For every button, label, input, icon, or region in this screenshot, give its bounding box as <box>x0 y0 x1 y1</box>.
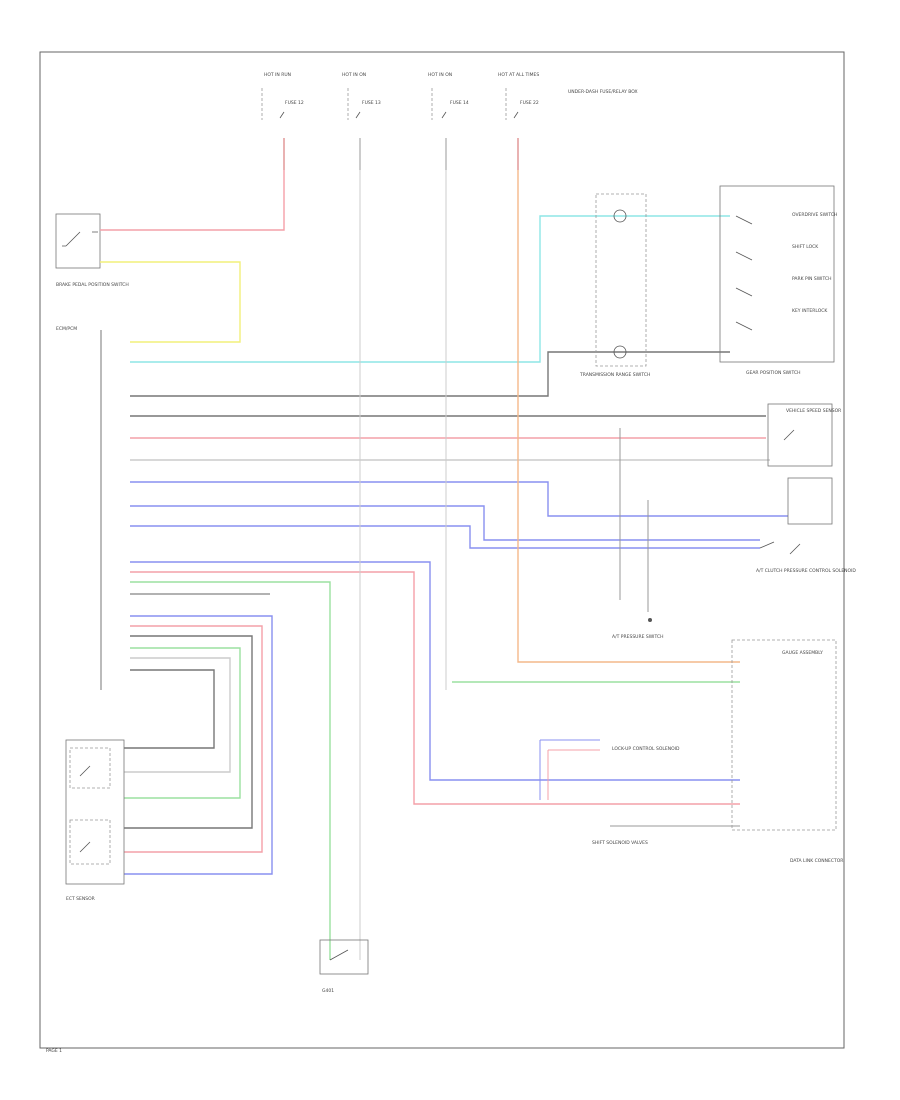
transmission-range-switch: TRANSMISSION RANGE SWITCH <box>579 193 650 378</box>
page-ref: PAGE 1 <box>46 1048 62 1054</box>
gear-position-switch: OVERDRIVE SWITCH SHIFT LOCK PARK PIN SWI… <box>719 185 837 376</box>
fuse-label-2: HOT IN ON <box>342 72 366 78</box>
transmission-range-label: TRANSMISSION RANGE SWITCH <box>579 372 650 378</box>
fuse-label-3: HOT IN ON <box>428 72 452 78</box>
switch-item-2: SHIFT LOCK <box>792 244 819 250</box>
ecm-label: ECM/PCM <box>56 326 77 332</box>
fuse-label-1: HOT IN RUN <box>264 72 291 78</box>
shift-solenoids-label: SHIFT SOLENOID VALVES <box>592 840 648 846</box>
fuse-number-1: FUSE 12 <box>285 100 304 106</box>
brake-switch: BRAKE PEDAL POSITION SWITCH <box>55 213 129 288</box>
gauge-assembly-label: GAUGE ASSEMBLY <box>782 650 823 656</box>
ect-sensor: ECT SENSOR <box>65 739 125 902</box>
fuse-number-4: FUSE 22 <box>520 100 539 106</box>
gear-position-label: GEAR POSITION SWITCH <box>746 370 800 376</box>
diagram-frame <box>39 51 845 1049</box>
switch-item-4: KEY INTERLOCK <box>792 308 828 314</box>
solenoid-label: A/T CLUTCH PRESSURE CONTROL SOLENOID <box>756 568 856 574</box>
switch-item-3: PARK PIN SWITCH <box>792 276 832 282</box>
ect-sensor-label: ECT SENSOR <box>66 896 95 902</box>
data-link-label: DATA LINK CONNECTOR <box>790 858 843 864</box>
switch-item-1: OVERDRIVE SWITCH <box>792 212 837 218</box>
fuse-group: HOT IN RUN FUSE 12 HOT IN ON FUSE 13 HOT… <box>261 72 638 170</box>
bottom-switch: G401 <box>319 939 369 994</box>
vss-label: VEHICLE SPEED SENSOR <box>786 408 841 414</box>
fuse-number-2: FUSE 13 <box>362 100 381 106</box>
fuse-number-3: FUSE 14 <box>450 100 469 106</box>
fuse-box-label: UNDER-DASH FUSE/RELAY BOX <box>568 89 638 95</box>
ground-label: G401 <box>322 988 334 994</box>
ecm-pins: ECM/PCM <box>56 326 102 690</box>
pressure-switch-label: A/T PRESSURE SWITCH <box>612 634 664 640</box>
right-components: VEHICLE SPEED SENSOR A/T CLUTCH PRESSURE… <box>592 403 856 864</box>
wiring <box>100 170 788 960</box>
lockup-solenoid-label: LOCK-UP CONTROL SOLENOID <box>612 746 680 752</box>
brake-switch-label: BRAKE PEDAL POSITION SWITCH <box>56 282 129 288</box>
fuse-label-4: HOT AT ALL TIMES <box>498 72 539 78</box>
